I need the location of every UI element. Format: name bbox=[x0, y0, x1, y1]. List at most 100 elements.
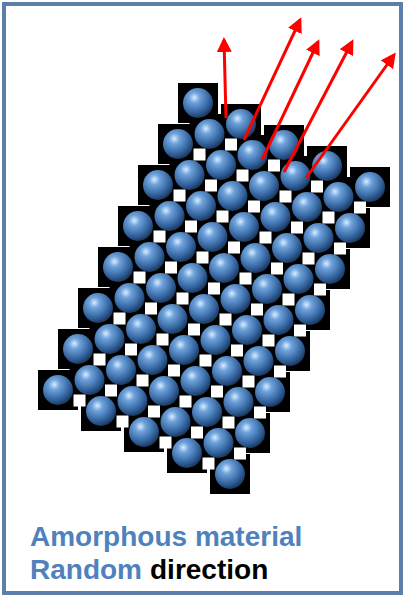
lattice-ground bbox=[150, 196, 190, 236]
atom-sphere bbox=[126, 314, 156, 344]
lattice-gap bbox=[314, 284, 326, 296]
lattice-gap bbox=[354, 202, 366, 214]
lattice-gap bbox=[200, 355, 212, 367]
lattice-gap bbox=[145, 303, 157, 315]
ray-arrow bbox=[306, 55, 394, 178]
atom-sphere bbox=[83, 293, 113, 323]
lattice-ground bbox=[196, 320, 236, 360]
lattice-ground bbox=[256, 197, 296, 237]
atom-sphere bbox=[244, 346, 274, 376]
atom-sphere bbox=[355, 172, 385, 202]
lattice-ground bbox=[153, 299, 193, 339]
atom-sphere bbox=[149, 376, 179, 406]
atom-sphere bbox=[215, 459, 245, 489]
lattice-gap bbox=[168, 365, 180, 377]
lattice-gap bbox=[243, 376, 255, 388]
atom-sphere bbox=[304, 223, 334, 253]
atom-sphere bbox=[118, 386, 148, 416]
lattice-ground bbox=[213, 176, 253, 216]
atom-sphere bbox=[201, 325, 231, 355]
lattice-gap bbox=[323, 212, 335, 224]
atom-sphere bbox=[295, 295, 325, 325]
lattice-gap bbox=[148, 406, 160, 418]
lattice-gap bbox=[217, 211, 229, 223]
atom-sphere bbox=[195, 119, 225, 149]
atom-sphere bbox=[123, 211, 153, 241]
ray-arrow bbox=[224, 40, 226, 118]
lattice-ground bbox=[216, 279, 256, 319]
lattice-gap bbox=[94, 354, 106, 366]
atom-sphere bbox=[212, 356, 242, 386]
lattice-ground bbox=[113, 381, 153, 421]
lattice-gap bbox=[268, 160, 280, 172]
lattice-ground bbox=[236, 238, 276, 278]
atom-sphere bbox=[229, 212, 259, 242]
lattice-gap bbox=[223, 417, 235, 429]
atom-sphere bbox=[175, 160, 205, 190]
lattice-gap bbox=[177, 293, 189, 305]
atom-sphere bbox=[183, 88, 213, 118]
atom-sphere bbox=[206, 150, 236, 180]
atom-sphere bbox=[103, 252, 133, 282]
lattice-gap bbox=[185, 221, 197, 233]
atom-sphere bbox=[129, 417, 159, 447]
atom-sphere bbox=[272, 233, 302, 263]
atom-sphere bbox=[106, 355, 136, 385]
lattice-ground bbox=[176, 361, 216, 401]
lattice-gap bbox=[334, 243, 346, 255]
lattice-ground bbox=[193, 217, 233, 257]
atom-sphere bbox=[135, 242, 165, 272]
lattice-gap bbox=[194, 149, 206, 161]
lattice-gap bbox=[231, 345, 243, 357]
lattice-gap bbox=[174, 190, 186, 202]
lattice-ground bbox=[239, 341, 279, 381]
lattice-gap bbox=[291, 222, 303, 234]
caption-label: Random bbox=[30, 554, 142, 585]
lattice-gap bbox=[254, 407, 266, 419]
label-line: Randomdirection bbox=[30, 553, 268, 587]
caption-label: Amorphous material bbox=[30, 521, 302, 552]
lattice-gap bbox=[294, 325, 306, 337]
lattice-gap bbox=[211, 386, 223, 398]
lattice-gap bbox=[125, 344, 137, 356]
lattice-gap bbox=[134, 272, 146, 284]
lattice-gap bbox=[228, 242, 240, 254]
lattice-gap bbox=[154, 231, 166, 243]
atom-sphere bbox=[181, 366, 211, 396]
lattice-ground bbox=[199, 423, 239, 463]
atom-sphere bbox=[95, 324, 125, 354]
atom-sphere bbox=[204, 428, 234, 458]
lattice-ground bbox=[130, 237, 170, 277]
lattice-gap bbox=[303, 253, 315, 265]
atom-sphere bbox=[232, 315, 262, 345]
lattice-ground bbox=[299, 218, 339, 258]
atom-sphere bbox=[255, 377, 285, 407]
lattice-gap bbox=[165, 262, 177, 274]
atom-sphere bbox=[335, 213, 365, 243]
lattice-gap bbox=[251, 304, 263, 316]
lattice-gap bbox=[137, 375, 149, 387]
ray-arrow bbox=[284, 42, 352, 172]
lattice-gap bbox=[274, 366, 286, 378]
atom-sphere bbox=[221, 284, 251, 314]
atom-sphere bbox=[155, 201, 185, 231]
lattice-ground bbox=[279, 259, 319, 299]
lattice-gap bbox=[203, 458, 215, 470]
atom-sphere bbox=[75, 365, 105, 395]
atom-sphere bbox=[284, 264, 314, 294]
atom-sphere bbox=[324, 182, 354, 212]
atom-sphere bbox=[169, 335, 199, 365]
atom-sphere bbox=[143, 170, 173, 200]
atom-sphere bbox=[315, 254, 345, 284]
lattice-ground bbox=[70, 360, 110, 400]
atom-sphere bbox=[158, 304, 188, 334]
atom-sphere bbox=[161, 407, 191, 437]
lattice-ground bbox=[110, 278, 150, 318]
lattice-gap bbox=[240, 273, 252, 285]
lattice-gap bbox=[180, 396, 192, 408]
atom-sphere bbox=[252, 274, 282, 304]
atom-sphere bbox=[261, 202, 291, 232]
lattice-ground bbox=[90, 319, 130, 359]
lattice-gap bbox=[311, 181, 323, 193]
